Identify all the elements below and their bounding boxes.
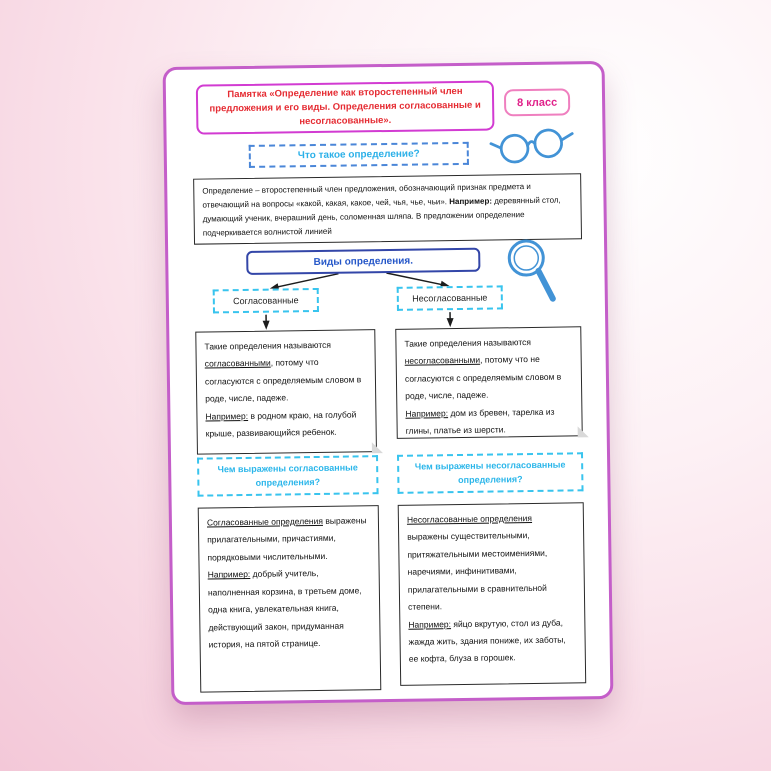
definition-example-label: Например: bbox=[449, 196, 493, 207]
note-disagreed-expressed-example: Например: яйцо вкрутую, стол из дуба, жа… bbox=[408, 614, 577, 669]
note-disagreed-term: несогласованными bbox=[404, 355, 481, 367]
grade-badge-label: 8 класс bbox=[516, 96, 558, 109]
note-disagreed-example: Например: дом из бревен, тарелка из глин… bbox=[405, 403, 573, 440]
note-disagreed-expressed-example-label: Например: bbox=[408, 618, 452, 630]
note-agreed-definition: Такие определения называются согласованн… bbox=[195, 329, 377, 455]
magnifier-icon bbox=[507, 239, 556, 302]
question-disagreed-label: Чем выражены несогласованные определения… bbox=[414, 459, 566, 485]
section-heading-what-is: Что такое определение? bbox=[248, 141, 469, 168]
note-agreed-term: согласованными bbox=[204, 358, 271, 369]
note-agreed-expressed-example-label: Например: bbox=[207, 569, 251, 580]
note-agreed-example: Например: в родном краю, на голубой крыш… bbox=[205, 406, 367, 443]
note-agreed-text: Такие определения называются согласованн… bbox=[204, 336, 367, 408]
title-box: Памятка «Определение как второстепенный … bbox=[195, 80, 495, 135]
note-disagreed-lead: Такие определения называются bbox=[404, 337, 532, 349]
type-disagreed-box: Несогласованные bbox=[396, 285, 503, 311]
type-disagreed-label: Несогласованные bbox=[412, 292, 488, 304]
note-agreed-expressed-example: Например: добрый учитель, наполненная ко… bbox=[208, 565, 372, 654]
type-agreed-box: Согласованные bbox=[212, 287, 320, 314]
what-is-heading-label: Что такое определение? bbox=[297, 148, 420, 162]
type-agreed-label: Согласованные bbox=[232, 295, 299, 307]
note-disagreed-expressed: Несогласованные определения выражены сущ… bbox=[397, 502, 587, 686]
definition-block: Определение – второстепенный член предло… bbox=[193, 173, 583, 245]
note-disagreed-expressed-rest: выражены существительными, притяжательны… bbox=[407, 530, 548, 612]
note-disagreed-definition: Такие определения называются несогласова… bbox=[395, 326, 583, 439]
note-agreed-expressed: Согласованные определения выражены прила… bbox=[197, 505, 382, 693]
glasses-icon bbox=[489, 128, 574, 164]
note-agreed-expressed-example-text: добрый учитель, наполненная корзина, в т… bbox=[207, 568, 362, 650]
note-disagreed-expressed-term: Несогласованные определения bbox=[406, 513, 533, 525]
note-disagreed-text: Такие определения называются несогласова… bbox=[404, 333, 573, 405]
note-agreed-lead: Такие определения называются bbox=[204, 339, 332, 352]
section-heading-types: Виды определения. bbox=[246, 247, 481, 275]
note-agreed-expressed-text: Согласованные определения выражены прила… bbox=[207, 512, 371, 567]
note-disagreed-expressed-text: Несогласованные определения выражены сущ… bbox=[407, 509, 576, 616]
page-title: Памятка «Определение как второстепенный … bbox=[209, 86, 481, 128]
memo-card: Памятка «Определение как второстепенный … bbox=[162, 60, 614, 706]
note-agreed-expressed-term: Согласованные определения bbox=[206, 515, 324, 528]
grade-badge: 8 класс bbox=[503, 88, 571, 117]
types-heading-label: Виды определения. bbox=[313, 255, 414, 268]
question-agreed-expressed: Чем выражены согласованные определения? bbox=[197, 455, 379, 497]
question-disagreed-expressed: Чем выражены несогласованные определения… bbox=[397, 452, 584, 494]
note-disagreed-example-label: Например: bbox=[405, 407, 449, 419]
question-agreed-label: Чем выражены согласованные определения? bbox=[217, 461, 358, 488]
note-agreed-example-label: Например: bbox=[205, 410, 249, 422]
